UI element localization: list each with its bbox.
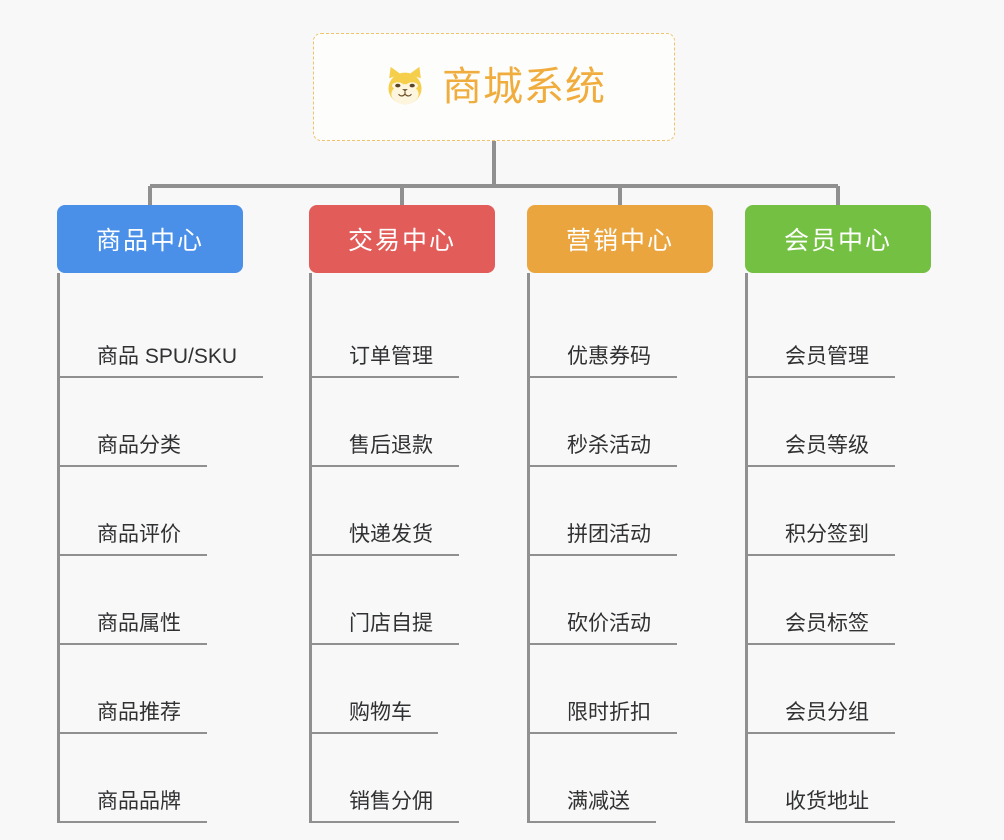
column-rail (527, 273, 530, 823)
list-item[interactable]: 门店自提 (309, 556, 495, 645)
column-member-center: 会员中心会员管理会员等级积分签到会员标签会员分组收货地址 (745, 205, 931, 823)
item-underline-connector (57, 732, 97, 734)
list-item-label: 商品分类 (95, 429, 207, 467)
item-underline-connector (57, 376, 97, 378)
list-item-label: 会员分组 (783, 696, 895, 734)
list-item[interactable]: 商品分类 (57, 378, 243, 467)
list-item-label: 快递发货 (347, 518, 459, 556)
item-underline-connector (57, 554, 97, 556)
list-item[interactable]: 秒杀活动 (527, 378, 713, 467)
list-item[interactable]: 会员管理 (745, 289, 931, 378)
list-item[interactable]: 收货地址 (745, 734, 931, 823)
category-box-trade-center[interactable]: 交易中心 (309, 205, 495, 273)
item-underline-connector (745, 465, 785, 467)
column-rail (57, 273, 60, 823)
item-underline-connector (745, 376, 785, 378)
item-list-marketing-center: 优惠券码秒杀活动拼团活动砍价活动限时折扣满减送 (527, 273, 713, 823)
item-underline-connector (309, 821, 349, 823)
list-item[interactable]: 会员标签 (745, 556, 931, 645)
item-underline-connector (527, 643, 567, 645)
item-underline-connector (309, 643, 349, 645)
list-item[interactable]: 商品评价 (57, 467, 243, 556)
list-item[interactable]: 限时折扣 (527, 645, 713, 734)
list-item-label: 销售分佣 (347, 785, 459, 823)
column-marketing-center: 营销中心优惠券码秒杀活动拼团活动砍价活动限时折扣满减送 (527, 205, 713, 823)
list-item-label: 商品品牌 (95, 785, 207, 823)
column-rail (745, 273, 748, 823)
item-underline-connector (309, 465, 349, 467)
list-item-label: 会员管理 (783, 340, 895, 378)
root-node-mall-system[interactable]: 商城系统 (313, 33, 675, 141)
list-item-label: 商品评价 (95, 518, 207, 556)
list-item-label: 限时折扣 (565, 696, 677, 734)
list-item[interactable]: 快递发货 (309, 467, 495, 556)
column-product-center: 商品中心商品 SPU/SKU 商品分类商品评价商品属性商品推荐商品品牌 (57, 205, 264, 823)
root-node-title: 商城系统 (442, 65, 606, 109)
list-item[interactable]: 会员分组 (745, 645, 931, 734)
list-item-label: 商品 SPU/SKU (95, 340, 264, 378)
list-item-label: 会员标签 (783, 607, 895, 645)
item-underline-connector (57, 643, 97, 645)
shiba-dog-face-icon (382, 64, 428, 110)
item-list-trade-center: 订单管理售后退款快递发货门店自提购物车销售分佣 (309, 273, 495, 823)
list-item-label: 商品推荐 (95, 696, 207, 734)
list-item[interactable]: 优惠券码 (527, 289, 713, 378)
list-item[interactable]: 积分签到 (745, 467, 931, 556)
item-underline-connector (745, 643, 785, 645)
item-underline-connector (527, 554, 567, 556)
list-item[interactable]: 拼团活动 (527, 467, 713, 556)
list-item[interactable]: 商品属性 (57, 556, 243, 645)
list-item[interactable]: 售后退款 (309, 378, 495, 467)
list-item-label: 拼团活动 (565, 518, 677, 556)
list-item[interactable]: 销售分佣 (309, 734, 495, 823)
item-list-product-center: 商品 SPU/SKU 商品分类商品评价商品属性商品推荐商品品牌 (57, 273, 264, 823)
list-item[interactable]: 砍价活动 (527, 556, 713, 645)
list-item[interactable]: 商品 SPU/SKU (57, 289, 264, 378)
item-underline-connector (57, 821, 97, 823)
list-item[interactable]: 会员等级 (745, 378, 931, 467)
list-item[interactable]: 满减送 (527, 734, 713, 823)
item-underline-connector (527, 732, 567, 734)
list-item-label: 售后退款 (347, 429, 459, 467)
list-item-label: 收货地址 (783, 785, 895, 823)
item-list-member-center: 会员管理会员等级积分签到会员标签会员分组收货地址 (745, 273, 931, 823)
item-underline-connector (745, 732, 785, 734)
item-underline-connector (527, 465, 567, 467)
list-item-label: 订单管理 (347, 340, 459, 378)
item-underline-connector (309, 554, 349, 556)
list-item-label: 秒杀活动 (565, 429, 677, 467)
item-underline-connector (527, 376, 567, 378)
category-box-marketing-center[interactable]: 营销中心 (527, 205, 713, 273)
category-box-member-center[interactable]: 会员中心 (745, 205, 931, 273)
item-underline-connector (527, 821, 567, 823)
column-rail (309, 273, 312, 823)
list-item[interactable]: 商品推荐 (57, 645, 243, 734)
column-trade-center: 交易中心订单管理售后退款快递发货门店自提购物车销售分佣 (309, 205, 495, 823)
list-item-label: 商品属性 (95, 607, 207, 645)
item-underline-connector (309, 732, 349, 734)
list-item[interactable]: 购物车 (309, 645, 495, 734)
list-item-label: 会员等级 (783, 429, 895, 467)
list-item-label: 满减送 (565, 785, 656, 823)
list-item-label: 门店自提 (347, 607, 459, 645)
list-item[interactable]: 商品品牌 (57, 734, 243, 823)
list-item-label: 砍价活动 (565, 607, 677, 645)
item-underline-connector (57, 465, 97, 467)
list-item-label: 积分签到 (783, 518, 895, 556)
item-underline-connector (745, 554, 785, 556)
list-item-label: 优惠券码 (565, 340, 677, 378)
list-item[interactable]: 订单管理 (309, 289, 495, 378)
item-underline-connector (745, 821, 785, 823)
list-item-label: 购物车 (347, 696, 438, 734)
item-underline-connector (309, 376, 349, 378)
category-box-product-center[interactable]: 商品中心 (57, 205, 243, 273)
